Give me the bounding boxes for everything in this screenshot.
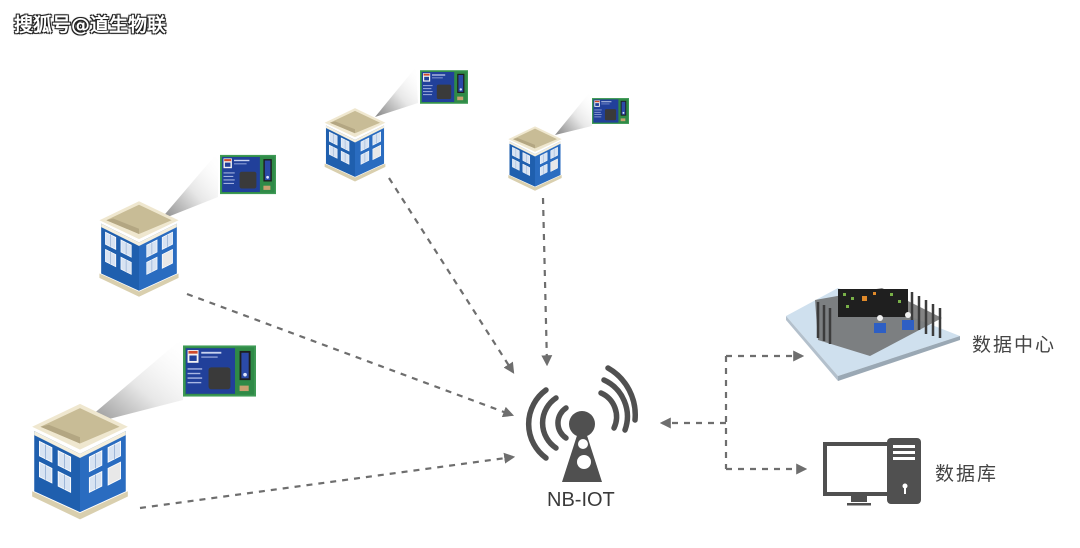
building-icon: [508, 126, 562, 191]
uplink-arrows: [139, 177, 553, 510]
data-center-label: 数据中心: [972, 334, 1057, 356]
nb-iot-module-icon: [183, 345, 256, 397]
cell-tower-icon: [525, 365, 638, 482]
building-2: [99, 152, 276, 298]
building-3: [324, 67, 468, 182]
building-icon: [324, 107, 386, 182]
building-4: [508, 92, 629, 191]
arrow-building-2-to-hub: [186, 292, 515, 418]
signal-beam: [555, 92, 592, 135]
downlink-arrows: [659, 350, 808, 475]
signal-beam: [78, 336, 185, 427]
arrow-building-4-to-hub: [541, 197, 553, 367]
building-icon: [99, 200, 179, 298]
desktop-computer-icon: [823, 438, 921, 506]
nb-iot-module-icon: [592, 98, 629, 124]
nb-iot-module-icon: [220, 154, 276, 195]
building-1: [31, 336, 256, 520]
nb-iot-module-icon: [420, 70, 468, 104]
watermark-text: 搜狐号@道生物联: [14, 14, 167, 36]
database-label: 数据库: [935, 463, 999, 485]
arrow-building-1-to-hub: [139, 452, 516, 510]
signal-beam: [160, 152, 218, 220]
arrow-building-3-to-hub: [388, 177, 515, 374]
building-icon: [31, 403, 129, 520]
signal-beam: [375, 67, 418, 117]
data-center-icon: [786, 288, 960, 381]
hub-label: NB-IOT: [547, 489, 615, 511]
